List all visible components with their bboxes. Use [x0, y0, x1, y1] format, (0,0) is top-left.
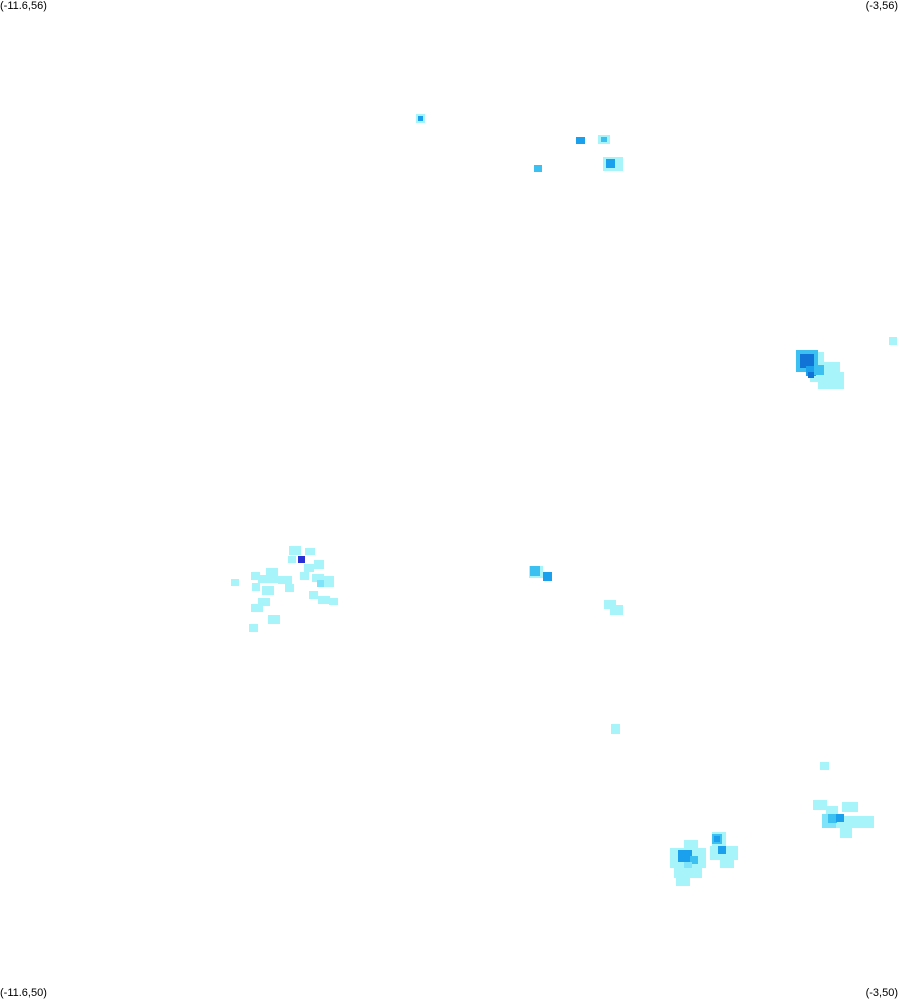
- patch-cell: [314, 560, 324, 569]
- corner-coord-top-left: (-11.6,56): [0, 0, 47, 12]
- patch-cell: [268, 615, 280, 624]
- patch-cell: [231, 579, 239, 586]
- patch-cell: [530, 566, 540, 576]
- patch-cell: [684, 862, 692, 868]
- patch-cell: [418, 116, 423, 121]
- patch-cell: [534, 165, 542, 172]
- patch-cell: [312, 574, 324, 582]
- patch-cell: [606, 159, 615, 168]
- patch-cell: [322, 576, 334, 587]
- patch-cell: [278, 576, 292, 584]
- corner-coord-bottom-right: (-3,50): [865, 987, 898, 999]
- patch-cell: [543, 572, 552, 581]
- patch-cell: [601, 137, 607, 142]
- patch-cell: [262, 586, 274, 595]
- patch-cell: [305, 548, 315, 555]
- patch-cell: [317, 580, 324, 587]
- patch-cell: [309, 591, 318, 599]
- patch-cell: [258, 598, 270, 606]
- patch-cell: [720, 858, 734, 868]
- patch-cell: [684, 840, 698, 850]
- corner-coord-bottom-left: (-11.6,50): [0, 987, 47, 999]
- patch-cell: [289, 546, 301, 555]
- patch-cell: [828, 814, 837, 823]
- patch-cell: [304, 564, 314, 572]
- patch-cell: [249, 624, 258, 632]
- patch-cell: [576, 137, 585, 144]
- patch-cell: [329, 598, 338, 605]
- patch-cell: [298, 556, 305, 563]
- patch-cell: [288, 556, 296, 563]
- patch-cell: [820, 762, 829, 770]
- patch-cell: [678, 850, 692, 862]
- patch-cell: [840, 826, 852, 838]
- patch-cell: [690, 856, 698, 864]
- patch-cell: [836, 814, 844, 822]
- patch-cell: [889, 337, 897, 345]
- patch-cell: [808, 372, 814, 378]
- patch-cell: [251, 604, 263, 612]
- patch-cell: [818, 372, 844, 389]
- patch-cell: [714, 836, 720, 842]
- patch-cell: [813, 800, 827, 810]
- patch-cell: [718, 846, 726, 854]
- patch-cell: [836, 816, 874, 828]
- corner-coord-top-right: (-3,56): [865, 0, 898, 12]
- patch-cell: [806, 366, 816, 376]
- patch-cell: [842, 802, 858, 812]
- patch-cell: [676, 872, 690, 886]
- patch-cell: [251, 572, 260, 580]
- patch-cell: [285, 584, 294, 592]
- patch-cell: [258, 575, 278, 583]
- patch-cell: [266, 568, 278, 577]
- patch-cell: [610, 605, 623, 615]
- patch-cell: [252, 583, 260, 591]
- patch-cell: [300, 572, 309, 580]
- patch-cell: [318, 596, 330, 604]
- patch-cell: [611, 724, 620, 734]
- patch-cell: [800, 354, 814, 368]
- patch-cell: [814, 365, 824, 375]
- patch-cell: [604, 600, 616, 609]
